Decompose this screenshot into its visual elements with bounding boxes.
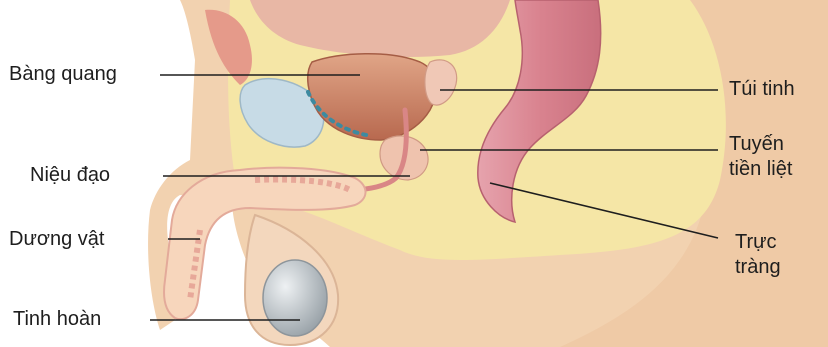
label-rectum-line1: Trực [735,230,781,255]
label-seminal-vesicle: Túi tinh [729,77,795,101]
label-rectum: Trực tràng [735,230,781,280]
label-penis: Dương vật [9,227,104,251]
label-bladder: Bàng quang [9,62,117,86]
label-testis: Tinh hoàn [13,307,101,331]
label-urethra: Niệu đạo [30,163,110,187]
testis-shape [263,260,327,336]
label-prostate-line2: tiền liệt [729,157,792,182]
label-rectum-line2: tràng [735,255,781,280]
label-prostate: Tuyến tiền liệt [729,132,792,182]
label-prostate-line1: Tuyến [729,132,792,157]
